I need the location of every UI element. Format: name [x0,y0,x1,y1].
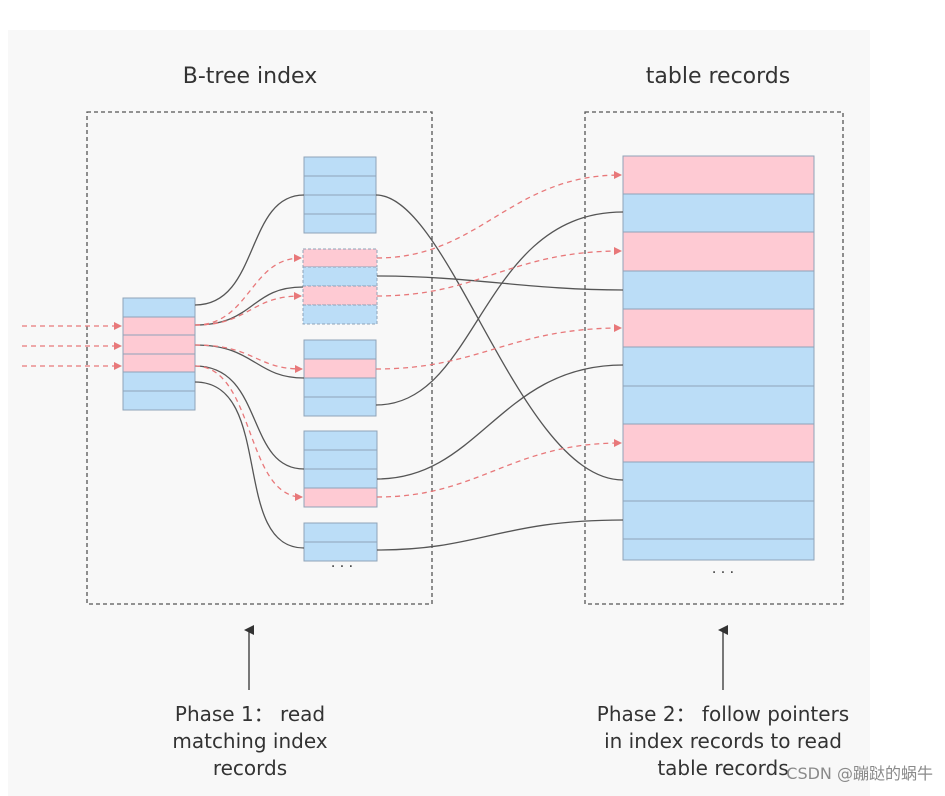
table-record [622,385,815,425]
phase1-caption-line: records [213,756,287,780]
table-record [622,155,815,195]
phase2-caption-line: Phase 2： follow pointers [597,702,849,726]
index-title: B-tree index [183,64,317,89]
phase2-caption: Phase 2： follow pointers in index record… [597,702,849,780]
table-record [622,538,815,561]
table-record [622,193,815,233]
index-root-node [122,297,196,411]
phase-arrows [244,625,728,690]
table-record [622,231,815,272]
table-title: table records [646,64,790,89]
tree-pointer-lines [194,194,624,551]
table-record [622,423,815,463]
phase1-caption-line: Phase 1： read [175,702,325,726]
index-leaf-node-4 [303,430,378,508]
watermark: CSDN @蹦跶的蜗牛 [786,764,933,783]
scan-path-lines [22,171,622,501]
table-record [622,500,815,540]
table-records-stack [622,155,815,561]
index-leaf-node-3 [303,339,377,417]
index-leaf-node-5 [303,522,378,562]
index-group-box [86,111,433,605]
table-record [622,270,815,310]
table-record [622,461,815,502]
index-ellipsis: · · · [331,559,353,575]
table-record [622,308,815,348]
index-leaf-node-2 [302,248,378,325]
phase1-caption: Phase 1： read matching index records [172,702,327,780]
phase2-caption-line: in index records to read [604,729,842,753]
table-record [622,346,815,387]
phase1-caption-line: matching index [172,729,327,753]
phase2-caption-line: table records [657,756,788,780]
table-ellipsis: · · · [712,565,734,581]
index-leaf-node-1 [303,156,377,234]
table-group-box [584,111,844,605]
